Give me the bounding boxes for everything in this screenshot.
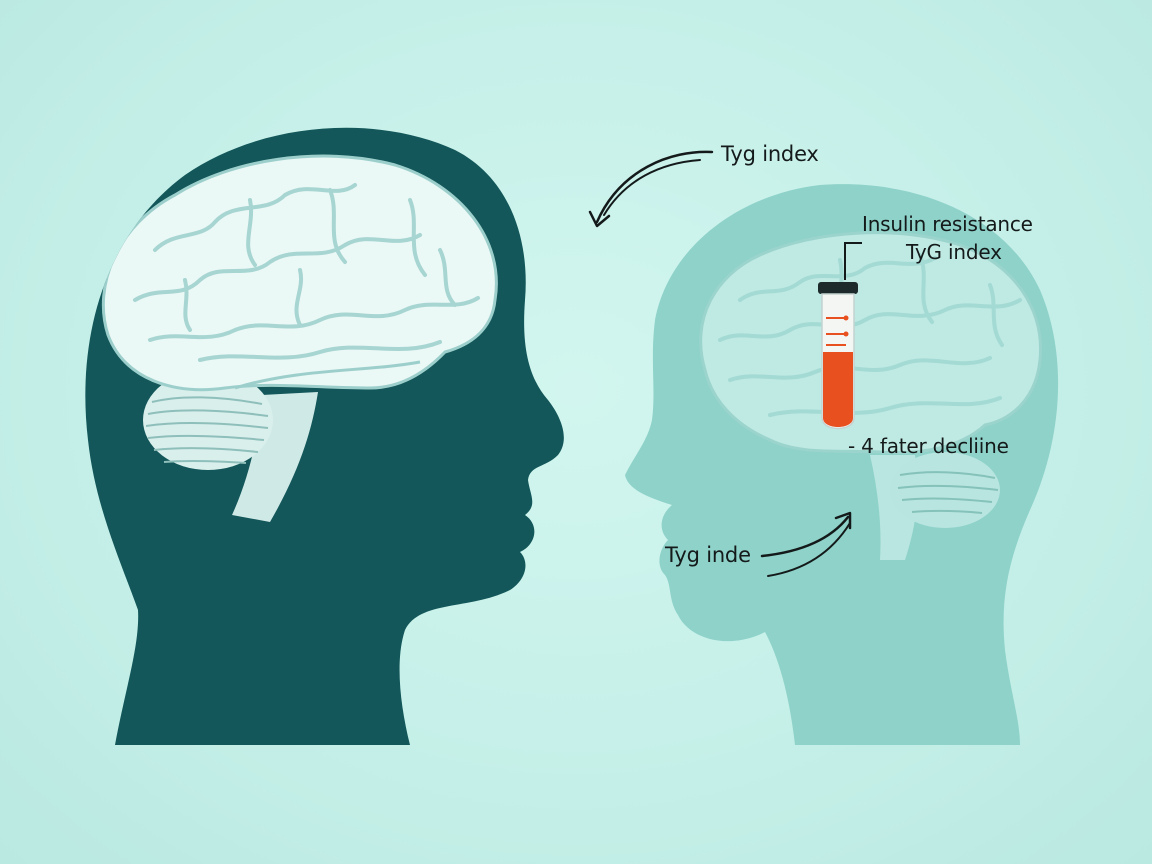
- label-tyg-index-bottom: Tyg inde: [665, 543, 751, 567]
- left-head: [85, 127, 564, 745]
- right-brain: [699, 231, 1043, 455]
- left-brain: [101, 154, 498, 392]
- label-insulin-resistance: Insulin resistance: [862, 212, 1033, 236]
- arrow-top-icon: [588, 150, 714, 228]
- right-cerebellum: [890, 452, 1000, 528]
- tube-blood-fill: [823, 352, 853, 427]
- blood-test-tube-icon: [818, 282, 858, 430]
- left-brain-stem: [232, 392, 318, 522]
- label-faster-decline: - 4 fater decliine: [848, 434, 1009, 458]
- label-tyg-index: TyG index: [906, 240, 1002, 264]
- arrow-bottom-icon: [760, 511, 852, 577]
- left-cerebellum: [143, 370, 273, 470]
- label-tyg-index-top: Tyg index: [721, 142, 819, 166]
- label-connector-line: [844, 242, 862, 280]
- right-head: [625, 184, 1059, 745]
